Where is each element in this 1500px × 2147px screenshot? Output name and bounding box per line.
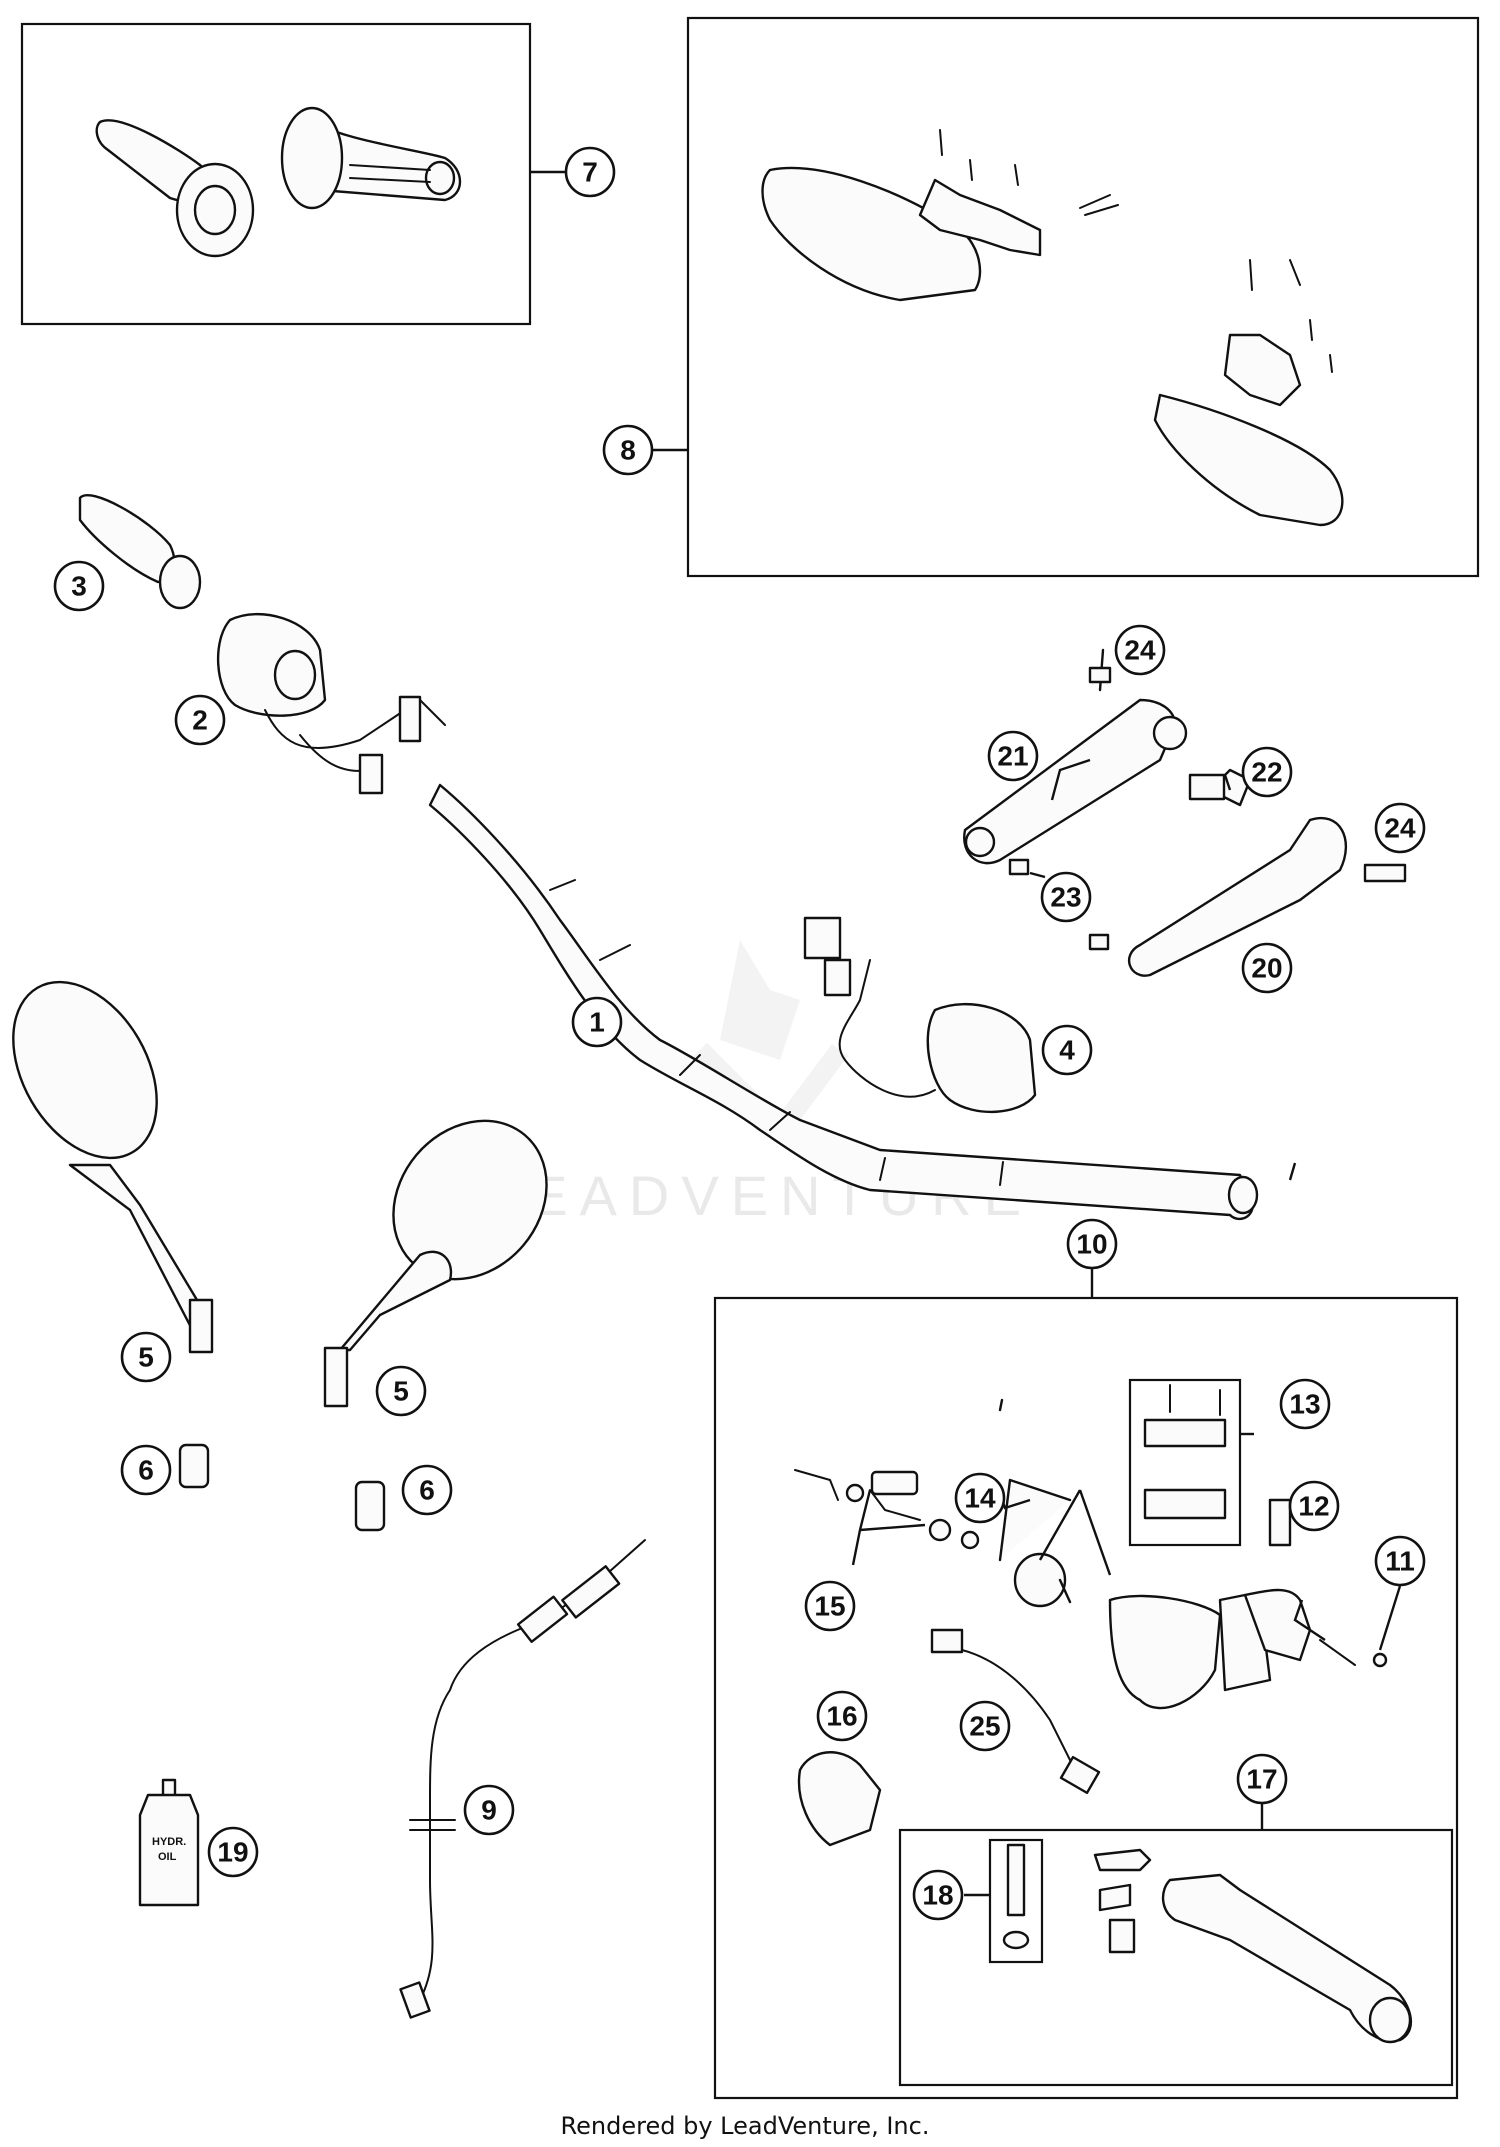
callout-15: 15: [804, 1580, 856, 1632]
callout-2: 2: [174, 694, 226, 746]
callout-19: 19: [207, 1826, 259, 1878]
lever-kit-drawing: [1002, 1843, 1412, 2044]
render-credit: Rendered by LeadVenture, Inc.: [561, 2112, 930, 2140]
callout-3: 3: [53, 560, 105, 612]
master-cylinder-box: [713, 1296, 1459, 2100]
svg-text:8: 8: [620, 435, 636, 466]
clamp-drawing: [797, 1751, 882, 1847]
svg-text:19: 19: [217, 1837, 248, 1868]
handlebar-drawing: [428, 783, 1259, 1221]
callout-16: 16: [816, 1690, 868, 1742]
callout-5b: 5: [375, 1365, 427, 1417]
svg-text:5: 5: [393, 1376, 409, 1407]
right-switch-drawing: [803, 916, 1037, 1114]
svg-text:10: 10: [1076, 1229, 1107, 1260]
master-cylinder-drawing: [794, 1398, 1388, 1710]
callout-4: 4: [1041, 1024, 1093, 1076]
callout-10: 10: [1066, 1218, 1118, 1270]
svg-text:14: 14: [964, 1483, 996, 1514]
callout-6b: 6: [401, 1464, 453, 1516]
clutch-cable-drawing: [399, 1539, 646, 2019]
callout-13: 13: [1279, 1378, 1331, 1430]
bottle-label-line1: HYDR.: [152, 1836, 186, 1848]
svg-text:7: 7: [582, 157, 598, 188]
callout-22: 22: [1241, 746, 1293, 798]
hand-guard-set-drawing: [761, 129, 1344, 527]
callout-17: 17: [1236, 1753, 1288, 1805]
leader-lines: [530, 170, 1402, 1897]
reservoir-cover-box: [1128, 1378, 1242, 1547]
svg-text:6: 6: [138, 1455, 154, 1486]
callout-12: 12: [1288, 1480, 1340, 1532]
callout-14: 14: [954, 1472, 1006, 1524]
callout-24a: 24: [1114, 624, 1166, 676]
svg-text:16: 16: [826, 1701, 857, 1732]
svg-text:2: 2: [192, 705, 208, 736]
throttle-and-left-switch-drawing: [78, 494, 446, 795]
svg-text:24: 24: [1384, 813, 1416, 844]
svg-text:6: 6: [419, 1475, 435, 1506]
svg-text:13: 13: [1289, 1389, 1320, 1420]
callout-23: 23: [1040, 871, 1092, 923]
svg-text:18: 18: [922, 1880, 953, 1911]
svg-text:22: 22: [1251, 757, 1282, 788]
lever-kit-box: [898, 1828, 1454, 2087]
callout-18: 18: [912, 1869, 964, 1921]
reservoir-cover-drawing: [1143, 1384, 1227, 1520]
brake-switch-drawing: [930, 1628, 1101, 1795]
lever-assembly-drawing: [963, 648, 1407, 977]
svg-text:25: 25: [969, 1711, 1000, 1742]
callout-7: 7: [564, 146, 616, 198]
hand-guard-box: [686, 16, 1480, 578]
svg-text:5: 5: [138, 1342, 154, 1373]
callout-9: 9: [463, 1784, 515, 1836]
mirrors-drawing: [12, 980, 548, 1532]
svg-text:24: 24: [1124, 635, 1156, 666]
callout-1: 1: [571, 996, 623, 1048]
svg-text:23: 23: [1050, 882, 1081, 913]
bottle-label-line2: OIL: [158, 1851, 177, 1863]
svg-text:12: 12: [1298, 1491, 1329, 1522]
pivot-bolt-box: [988, 1838, 1044, 1964]
svg-text:3: 3: [71, 571, 87, 602]
svg-text:1: 1: [589, 1007, 605, 1038]
callout-25: 25: [959, 1700, 1011, 1752]
grips-box: [20, 22, 532, 326]
grip-set-drawing: [95, 106, 462, 258]
hydraulic-oil-bottle: HYDR. OIL: [138, 1778, 200, 1907]
svg-text:11: 11: [1385, 1546, 1415, 1577]
callout-20: 20: [1241, 942, 1293, 994]
callout-8: 8: [602, 424, 654, 476]
svg-text:15: 15: [814, 1591, 845, 1622]
svg-text:17: 17: [1246, 1764, 1277, 1795]
svg-text:9: 9: [481, 1795, 497, 1826]
callout-11: 11: [1374, 1535, 1426, 1587]
callout-24b: 24: [1374, 802, 1426, 854]
callout-5a: 5: [120, 1331, 172, 1383]
svg-text:20: 20: [1251, 953, 1282, 984]
svg-text:4: 4: [1059, 1035, 1075, 1066]
svg-text:21: 21: [997, 741, 1028, 772]
callout-21: 21: [987, 730, 1039, 782]
callout-6a: 6: [120, 1444, 172, 1496]
